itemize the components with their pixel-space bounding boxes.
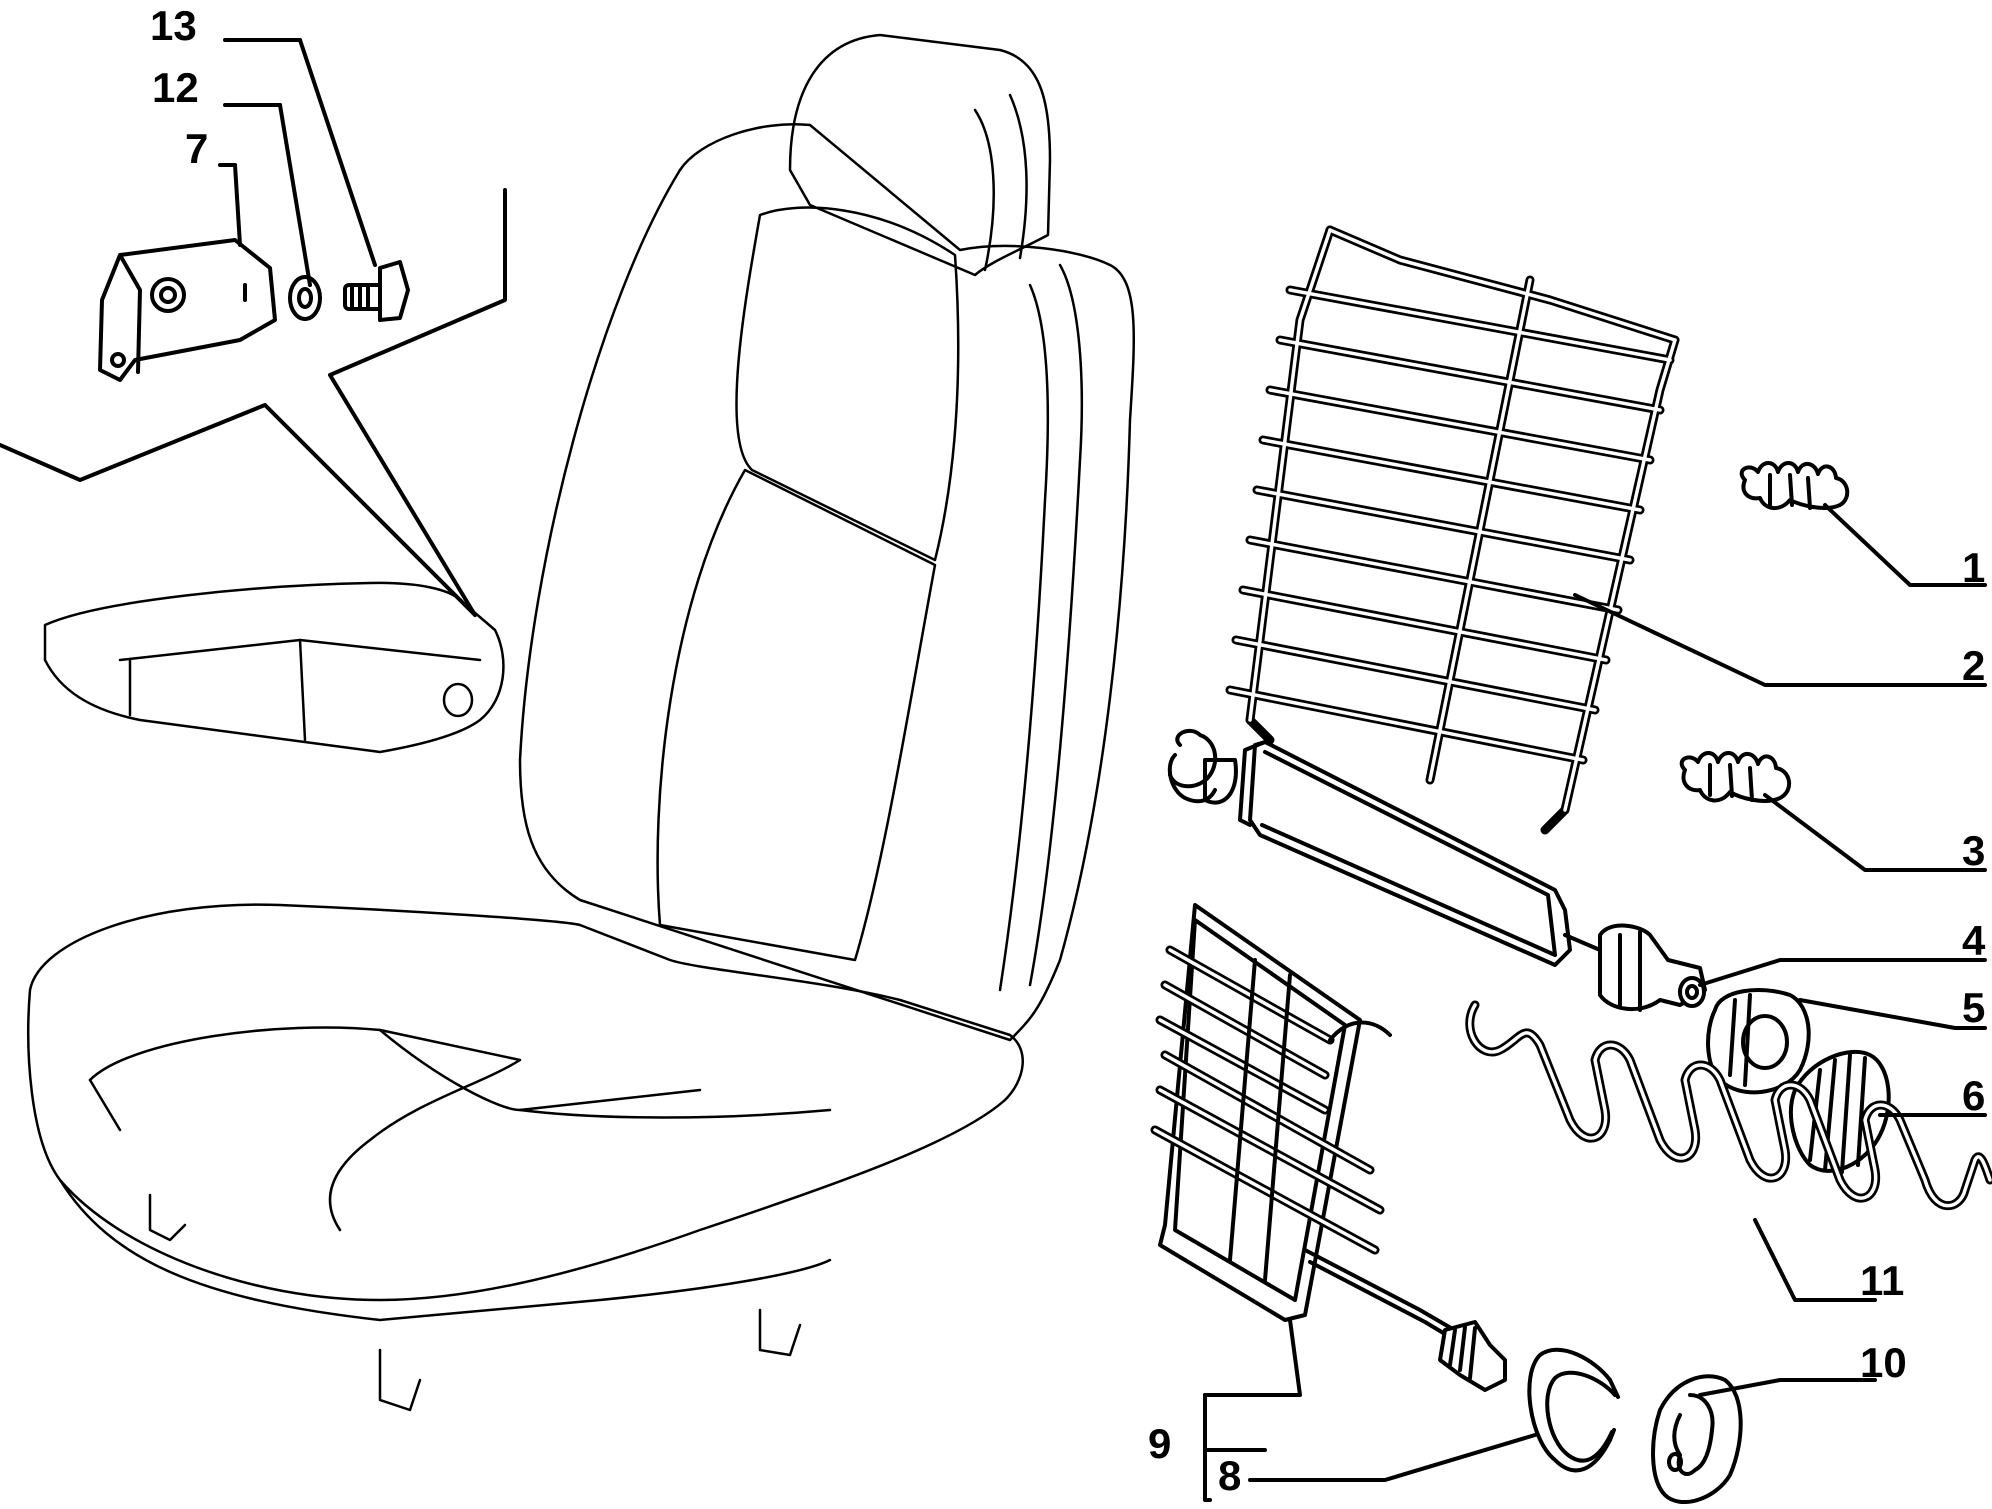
callout-4: 4 [1962, 917, 1986, 964]
zigzag-spring-part-11 [1465, 1000, 1992, 1211]
ring-part-5 [1678, 976, 1706, 1008]
spring-part-1 [1739, 461, 1850, 510]
seat-rail-right [378, 1308, 802, 1412]
callout-leader-lines [218, 38, 1987, 1502]
callout-6: 6 [1962, 1072, 1985, 1119]
armrest [43, 581, 505, 754]
washer-part-12 [288, 275, 322, 321]
callout-7: 7 [185, 125, 208, 172]
callout-10: 10 [1860, 1339, 1907, 1386]
lumbar-frame [1167, 728, 1602, 967]
callout-12: 12 [152, 64, 199, 111]
seat-backrest [518, 123, 1136, 1042]
snap-ring-part-8 [1527, 1347, 1620, 1473]
callout-1: 1 [1962, 544, 1985, 591]
callout-11: 11 [1860, 1257, 1904, 1304]
callout-5: 5 [1962, 984, 1985, 1031]
zoom-leader-lines [0, 188, 507, 617]
seat-rail-left [148, 1193, 187, 1242]
wire-frame-part-2 [1225, 225, 1680, 835]
knob-part-10 [1651, 1374, 1743, 1505]
headrest [788, 33, 1052, 277]
seat-cushion [27, 903, 1024, 1302]
lumbar-mechanism-part-9 [1150, 903, 1507, 1392]
bolt-part-13 [343, 260, 410, 322]
spring-part-3 [1679, 751, 1792, 803]
callout-3: 3 [1962, 827, 1985, 874]
callout-2: 2 [1962, 642, 1985, 689]
seat-drawing [27, 33, 1136, 1412]
callout-13: 13 [150, 2, 197, 49]
callout-9: 9 [1148, 1420, 1171, 1467]
bracket-part-7 [98, 238, 277, 382]
callout-8: 8 [1218, 1452, 1241, 1499]
callout-labels: 13 12 7 1 2 3 4 5 6 11 10 9 8 [150, 2, 1986, 1499]
